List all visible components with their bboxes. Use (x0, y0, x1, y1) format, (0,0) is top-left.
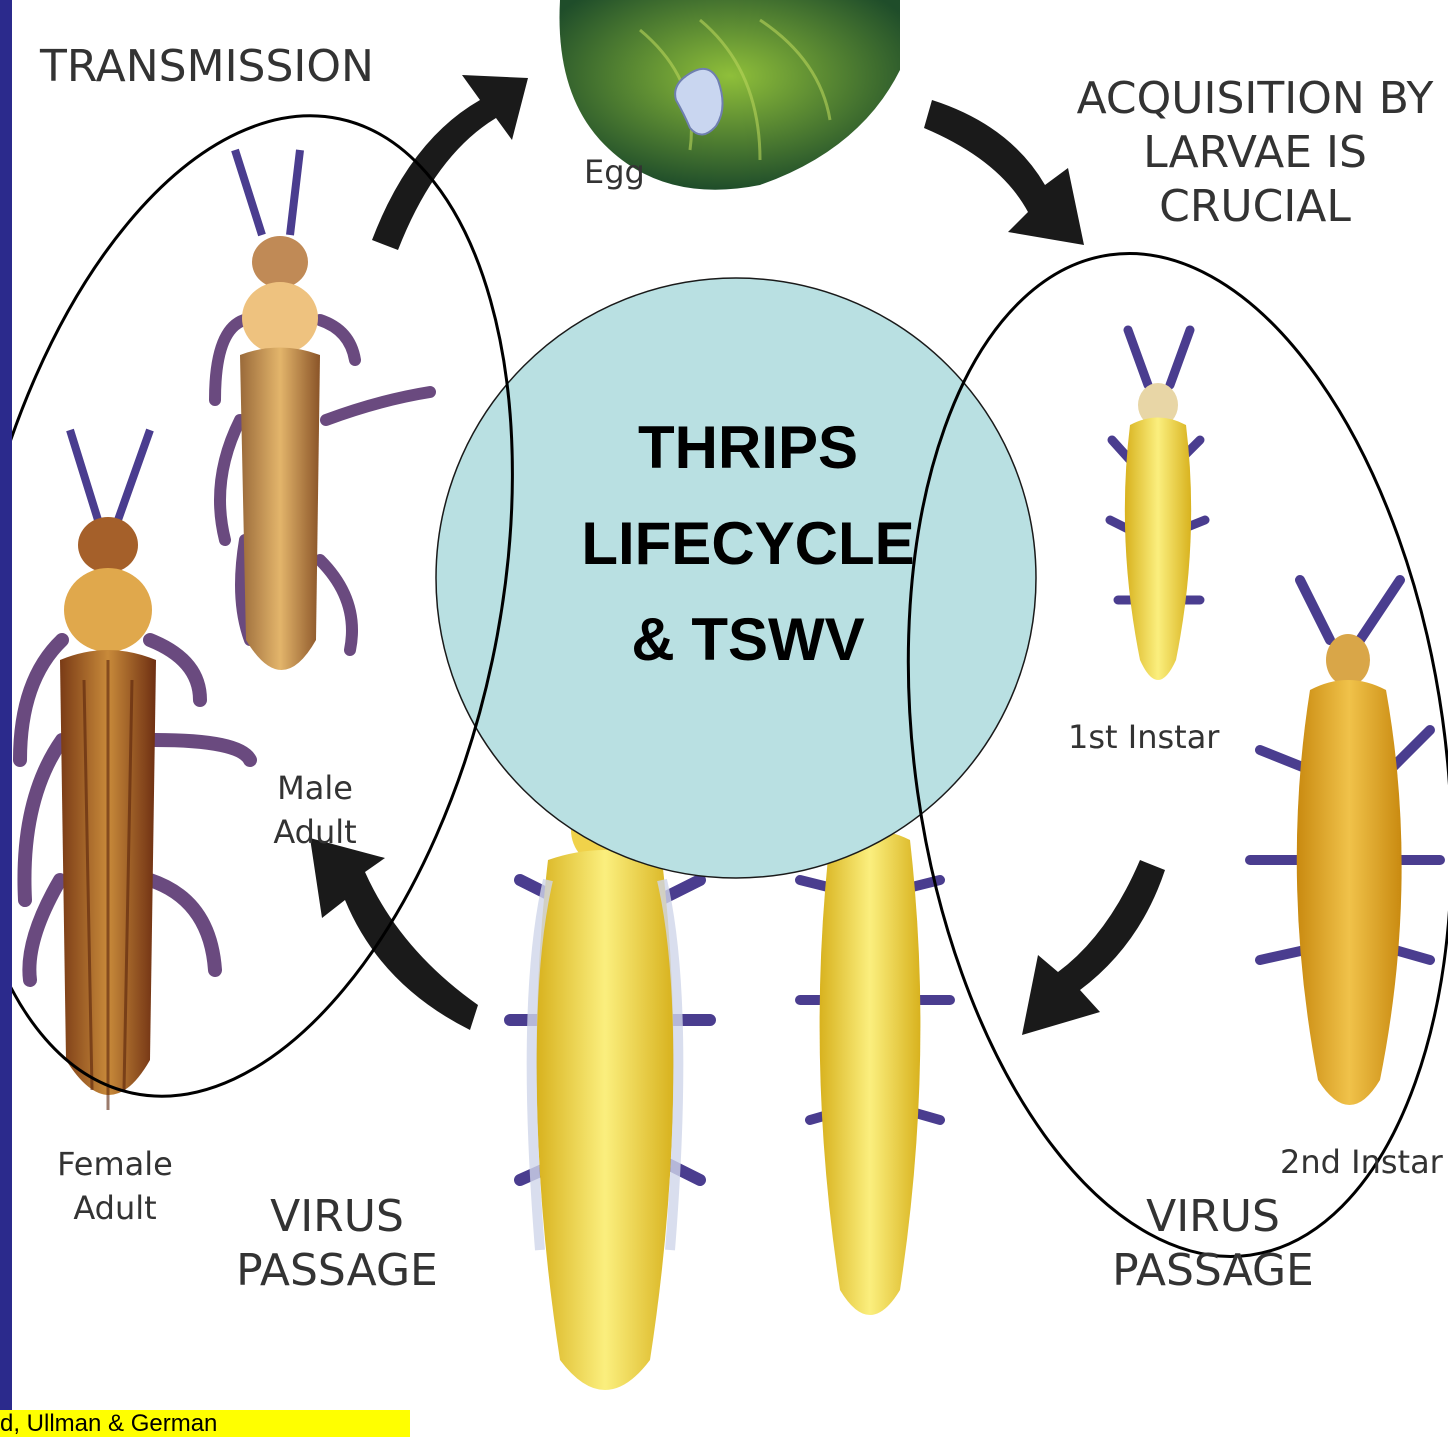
arrow-male-to-egg (372, 75, 528, 250)
label-virus-passage-left: VIRUS PASSAGE (212, 1190, 462, 1298)
citation-label: d, Ullman & German (0, 1410, 410, 1437)
label-virus-left-line2: PASSAGE (212, 1244, 462, 1298)
label-female-line1: Female (40, 1142, 190, 1186)
label-acquisition-line1: ACQUISITION BY (1062, 72, 1448, 126)
label-transmission: TRANSMISSION (40, 40, 374, 94)
label-acquisition-line3: CRUCIAL (1062, 180, 1448, 234)
label-male-line2: Adult (250, 810, 380, 854)
arrow-egg-to-larva (924, 100, 1084, 245)
first-instar-larva (1110, 330, 1205, 680)
label-virus-right-line2: PASSAGE (1088, 1244, 1338, 1298)
center-title: THRIPS LIFECYCLE & TSWV (450, 400, 1046, 688)
second-instar-larva (1250, 580, 1440, 1105)
title-line1: THRIPS (450, 400, 1046, 496)
female-adult-thrips (20, 430, 250, 1110)
arrow-larva-to-pupa (1022, 860, 1165, 1035)
label-egg: Egg (584, 150, 645, 194)
title-line3: & TSWV (450, 592, 1046, 688)
label-acquisition-line2: LARVAE IS (1062, 126, 1448, 180)
label-virus-passage-right: VIRUS PASSAGE (1088, 1190, 1338, 1298)
label-acquisition: ACQUISITION BY LARVAE IS CRUCIAL (1062, 72, 1448, 234)
lifecycle-figure: TRANSMISSION ACQUISITION BY LARVAE IS CR… (12, 0, 1448, 1437)
title-line2: LIFECYCLE (450, 496, 1046, 592)
label-virus-left-line1: VIRUS (212, 1190, 462, 1244)
label-virus-right-line1: VIRUS (1088, 1190, 1338, 1244)
label-first-instar: 1st Instar (1068, 715, 1219, 759)
label-male-adult: Male Adult (250, 766, 380, 854)
label-female-line2: Adult (40, 1186, 190, 1230)
label-male-line1: Male (250, 766, 380, 810)
label-female-adult: Female Adult (40, 1142, 190, 1230)
label-second-instar: 2nd Instar (1280, 1140, 1443, 1184)
